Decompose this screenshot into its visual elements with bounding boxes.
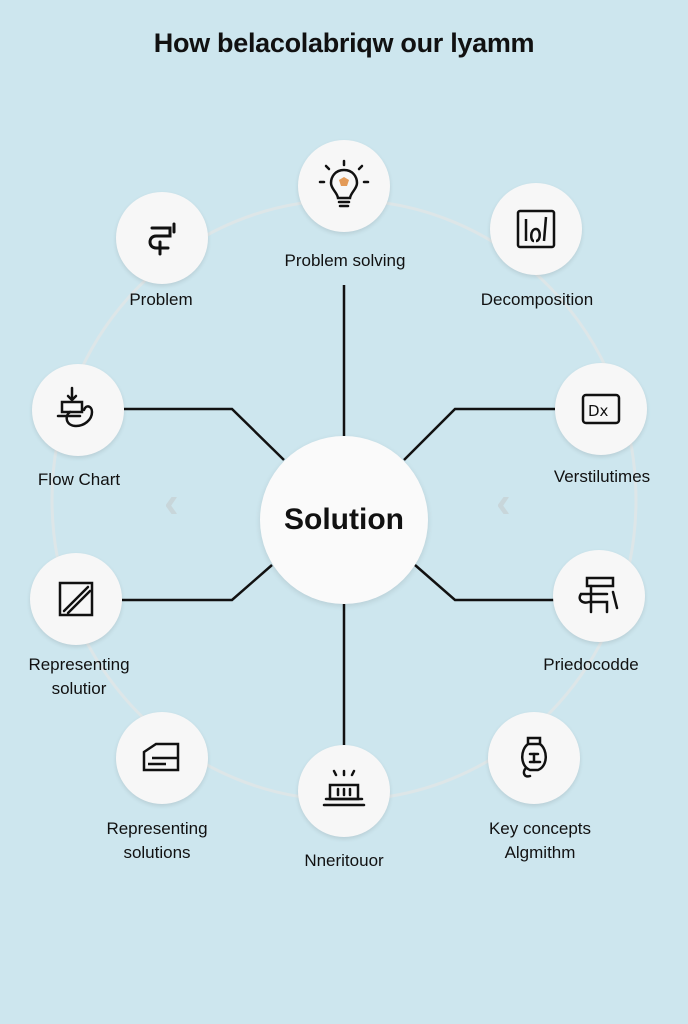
label-verstilutimes: Verstilutimes [553,467,651,486]
node-verstilutimes: Dx [555,363,647,455]
label-problem: Problem [129,290,193,309]
node-priedocodde [553,550,645,642]
pencil-icon [58,581,94,617]
node-key-concepts [488,712,580,804]
node-problem [116,192,208,284]
label-priedocodde: Priedocodde [543,655,639,674]
label-key-concepts: Key concepts Algmithm [440,817,640,865]
node-flow-chart [32,364,124,456]
chart-box-icon [516,209,556,249]
diagram-title: How belacolabriqw our lyamm [153,28,535,58]
label-representing-solutions: Representing solutions [57,817,257,865]
center-node-solution: Solution [260,436,428,604]
connector-lower-left [122,564,273,602]
label-flow-chart: Flow Chart [37,470,121,489]
chevron-right-icon: ‹ [496,478,511,527]
connector-upper-left [124,407,285,461]
label-line: Representing solutior [28,655,130,698]
laptop-icon [322,769,366,807]
connector-upper-right [403,407,555,461]
label-line: Representing solutions [106,819,208,862]
label-representing-solution-left: Representing solutior [0,653,179,701]
label-decomposition: Decomposition [480,290,594,309]
label-line: Key concepts Algmithm [488,819,592,862]
pipe-connector-icon [148,222,176,256]
node-representing-solution-left [30,553,122,645]
node-nneritouor [298,745,390,837]
document-icon: Dx [581,393,621,425]
connector-lower-right [414,564,555,602]
chevron-left-icon: ‹ [164,478,179,527]
label-problem-solving: Problem solving [284,251,406,270]
label-nneritouor: Nneritouor [304,851,384,870]
folder-icon [142,742,180,772]
node-representing-solutions [116,712,208,804]
node-problem-solving [298,140,390,232]
lightbulb-icon [318,159,370,208]
stack-icon [578,576,619,614]
flask-icon [521,736,547,778]
svg-text:Dx: Dx [588,402,609,420]
flowchart-icon [56,386,94,428]
node-decomposition [490,183,582,275]
